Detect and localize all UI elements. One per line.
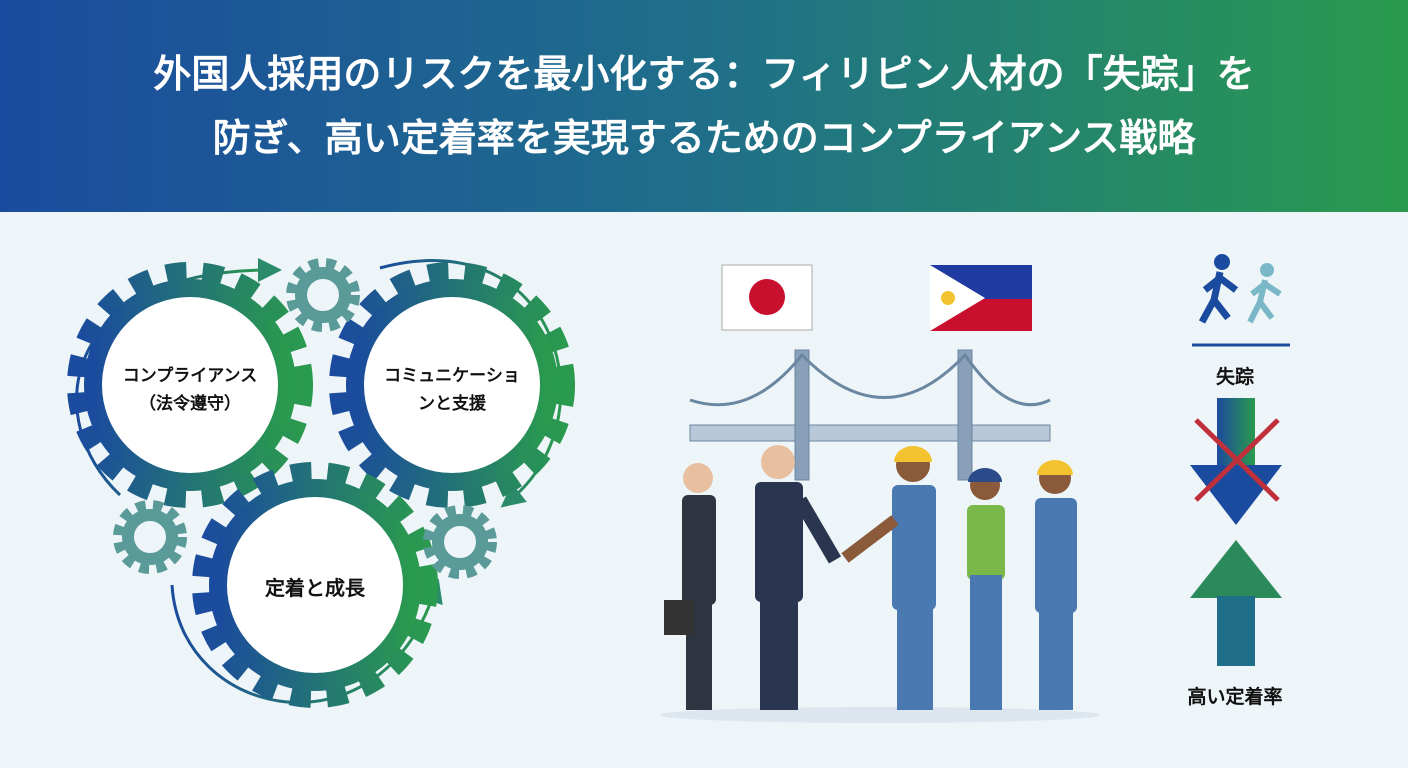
retention-rate-label: 高い定着率: [1187, 686, 1283, 708]
label-line: （法令遵守）: [139, 394, 241, 414]
label-line: ンと支援: [418, 394, 486, 414]
bridge-icon: [689, 349, 1051, 481]
header-banner: 外国人採用のリスクを最小化する：フィリピン人材の「失踪」を 防ぎ、高い定着率を実…: [0, 0, 1408, 212]
worker-1: [841, 446, 936, 710]
running-people-icon: [1192, 254, 1290, 347]
missing-label: 失踪: [1215, 366, 1254, 388]
businesswoman: [664, 463, 716, 710]
label-line: コミュニケーショ: [384, 366, 520, 386]
title-line-2: 防ぎ、高い定着率を実現するためのコンプライアンス戦略: [212, 116, 1196, 160]
up-arrow-icon: [1190, 540, 1282, 666]
gear-retention-label: 定着と成長: [265, 576, 365, 600]
gear-communication: [329, 262, 575, 508]
title-line-1: 外国人採用のリスクを最小化する：フィリピン人材の「失踪」を: [153, 52, 1255, 96]
worker-2: [967, 468, 1005, 710]
gear-compliance-label: コンプライアンス （法令遵守）: [95, 362, 285, 418]
gear-compliance: [67, 262, 313, 508]
businessman: [755, 445, 842, 710]
worker-3: [1035, 460, 1077, 710]
gear-communication-label: コミュニケーションと支援: [357, 362, 547, 418]
japan-flag: [721, 264, 813, 331]
cross-icon: [1194, 418, 1280, 502]
label-line: コンプライアンス: [122, 366, 258, 386]
gear-retention: [192, 462, 438, 708]
philippines-flag: [930, 265, 1032, 331]
people-handshake: [660, 445, 1100, 723]
small-gear-icons: [113, 258, 497, 579]
